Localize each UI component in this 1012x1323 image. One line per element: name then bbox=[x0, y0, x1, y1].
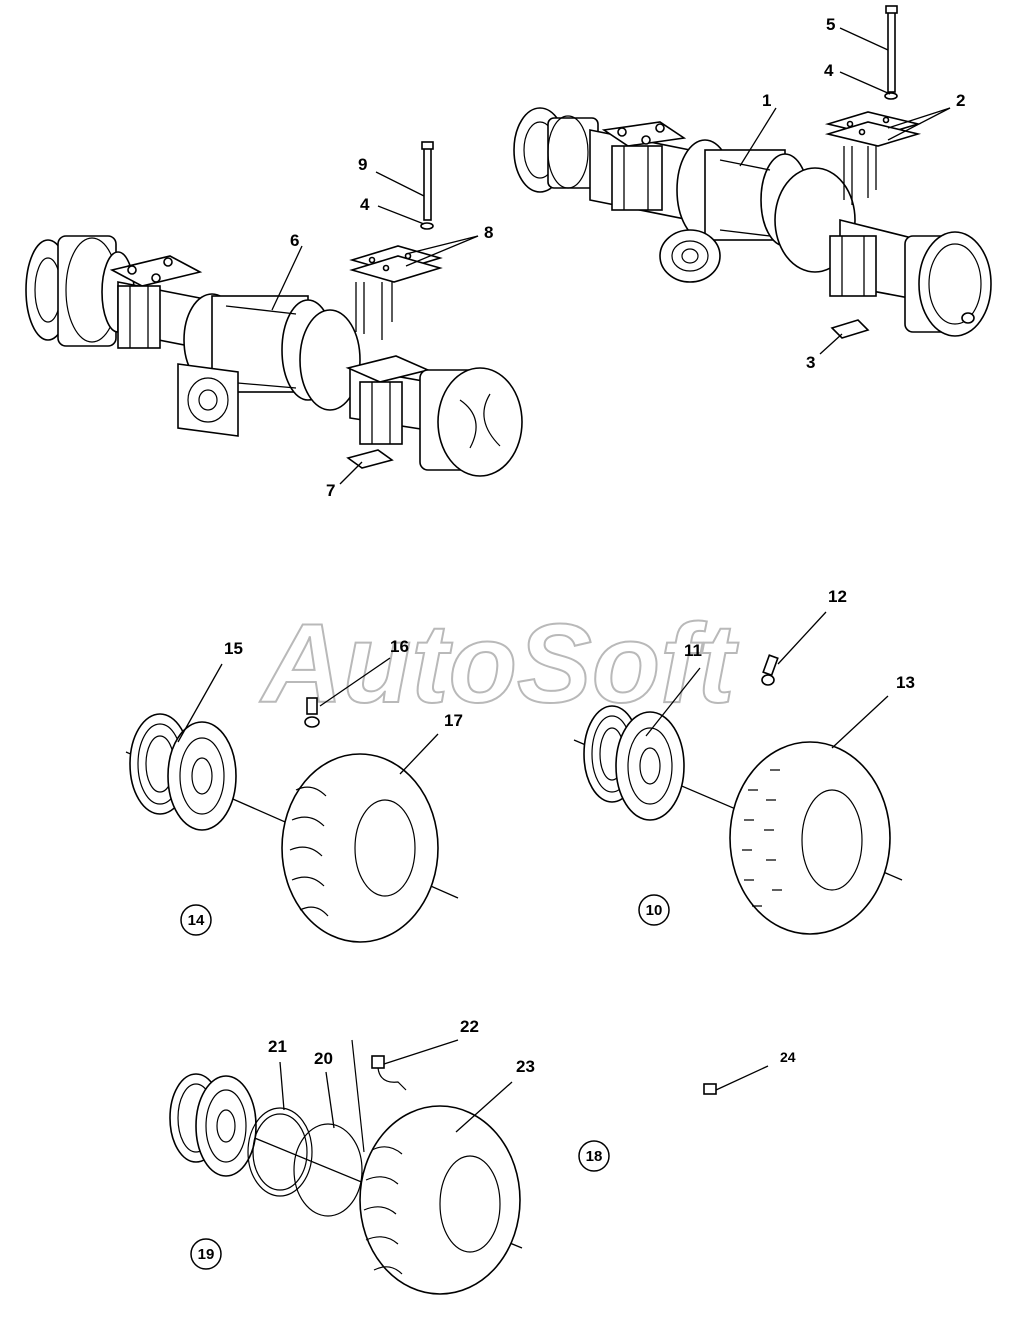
svg-text:10: 10 bbox=[646, 902, 663, 919]
callout-16: 16 bbox=[390, 637, 409, 656]
mounting-hardware-right bbox=[824, 5, 922, 339]
svg-text:14: 14 bbox=[188, 912, 205, 929]
callout-13: 13 bbox=[896, 673, 915, 692]
callout-4-upper: 4 bbox=[824, 61, 834, 80]
callout-24: 24 bbox=[780, 1049, 796, 1065]
callout-17: 17 bbox=[444, 711, 463, 730]
callout-21: 21 bbox=[268, 1037, 287, 1056]
svg-text:19: 19 bbox=[198, 1246, 215, 1263]
callout-5: 5 bbox=[826, 15, 835, 34]
axle-assembly-left bbox=[25, 235, 523, 477]
callout-23: 23 bbox=[516, 1057, 535, 1076]
callout-labels: 1 2 3 4 5 6 7 8 9 4 11 12 13 15 16 17 20… bbox=[224, 15, 965, 1076]
callout-11: 11 bbox=[684, 641, 702, 660]
callout-3: 3 bbox=[806, 353, 815, 372]
callout-6: 6 bbox=[290, 231, 299, 250]
leader-lines bbox=[177, 27, 951, 1133]
part-24-nut bbox=[703, 1083, 717, 1095]
callout-22: 22 bbox=[460, 1017, 479, 1036]
callout-12: 12 bbox=[828, 587, 847, 606]
circled-callout-14: 14 bbox=[180, 904, 212, 936]
callout-15: 15 bbox=[224, 639, 243, 658]
axle-assembly-right bbox=[513, 107, 992, 337]
autosoft-watermark: AutoSoft bbox=[259, 601, 739, 726]
circled-callout-19: 19 bbox=[190, 1238, 222, 1270]
wheel-assembly-19 bbox=[169, 1039, 523, 1295]
mounting-hardware-left bbox=[346, 141, 443, 469]
wheel-assembly-14 bbox=[125, 697, 459, 943]
callout-8: 8 bbox=[484, 223, 493, 242]
callout-4-lower: 4 bbox=[360, 195, 370, 214]
callout-1: 1 bbox=[762, 91, 771, 110]
circled-callouts: 14 10 18 19 bbox=[180, 894, 670, 1270]
callout-2: 2 bbox=[956, 91, 965, 110]
callout-7: 7 bbox=[326, 481, 335, 500]
svg-text:18: 18 bbox=[586, 1148, 603, 1165]
callout-20: 20 bbox=[314, 1049, 333, 1068]
circled-callout-10: 10 bbox=[638, 894, 670, 926]
wheel-assembly-10 bbox=[573, 654, 903, 935]
circled-callout-18: 18 bbox=[578, 1140, 610, 1172]
callout-9: 9 bbox=[358, 155, 367, 174]
